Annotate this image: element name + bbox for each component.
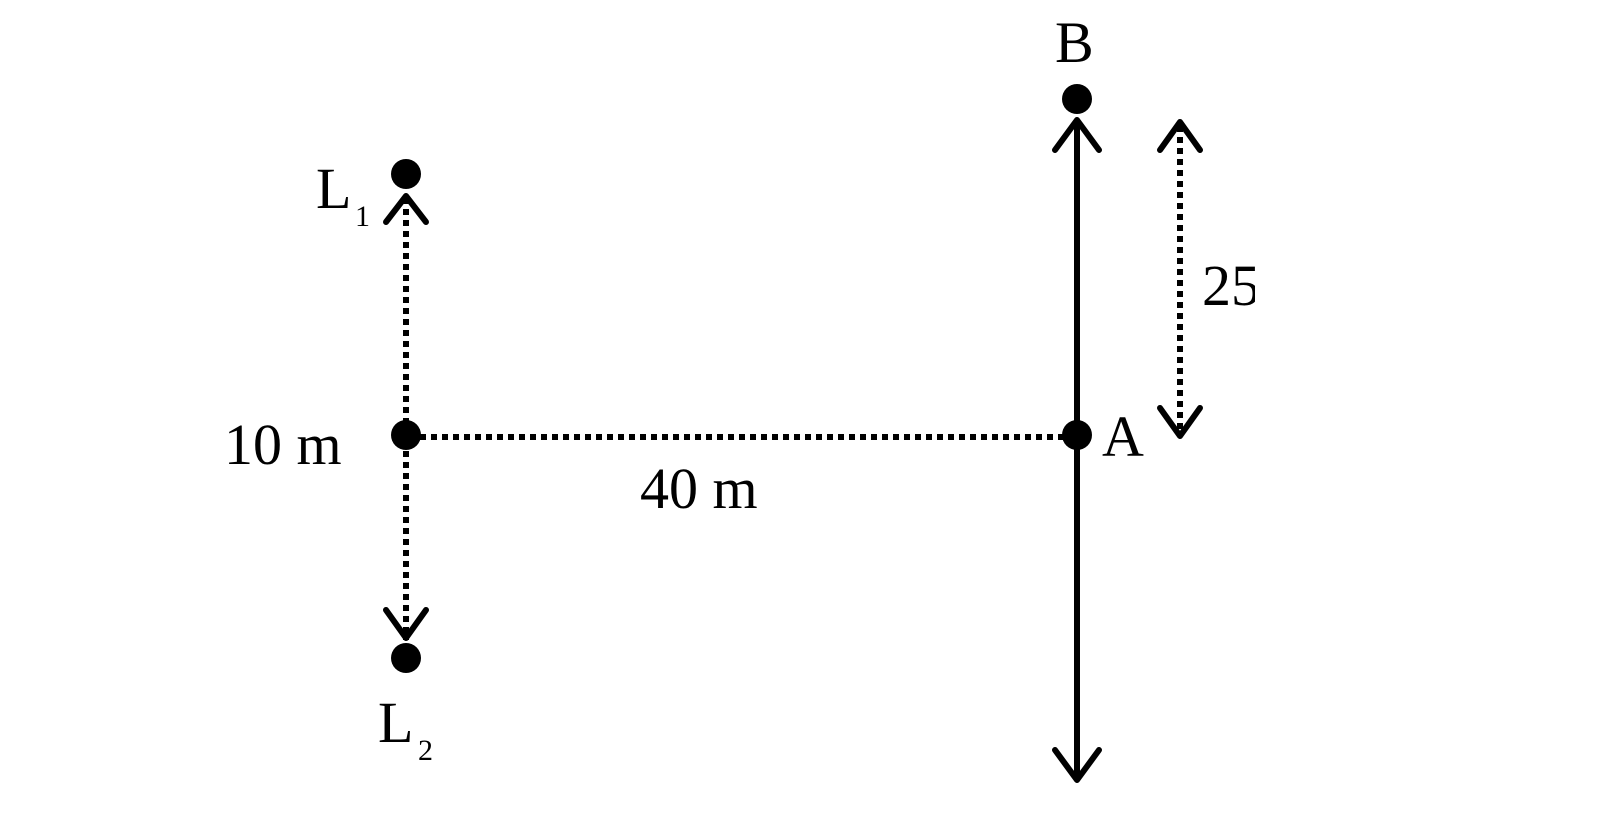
point-a-dot [1062,420,1092,450]
label-l2-subscript: 2 [418,734,433,767]
label-b: B [1055,10,1094,75]
label-l1-subscript: 1 [355,200,370,233]
label-separation: 10 m [224,412,342,477]
arrowhead-down-bottom [1052,747,1102,783]
point-mid-dot [391,420,421,450]
arrowhead-up-b [1052,117,1102,153]
label-offset: 25 [1202,253,1260,318]
arrowhead-down-offset [1157,405,1203,439]
point-b-dot [1062,84,1092,114]
point-l1-dot [391,159,421,189]
arrowhead-up-l1 [383,193,429,225]
arrowhead-down-l2 [383,607,429,641]
point-l2-dot [391,643,421,673]
label-distance: 40 m [640,456,758,521]
label-a: A [1102,404,1144,469]
arrowhead-up-offset [1157,119,1203,153]
label-l2-letter: L [378,690,413,755]
label-l1-letter: L [316,156,351,221]
